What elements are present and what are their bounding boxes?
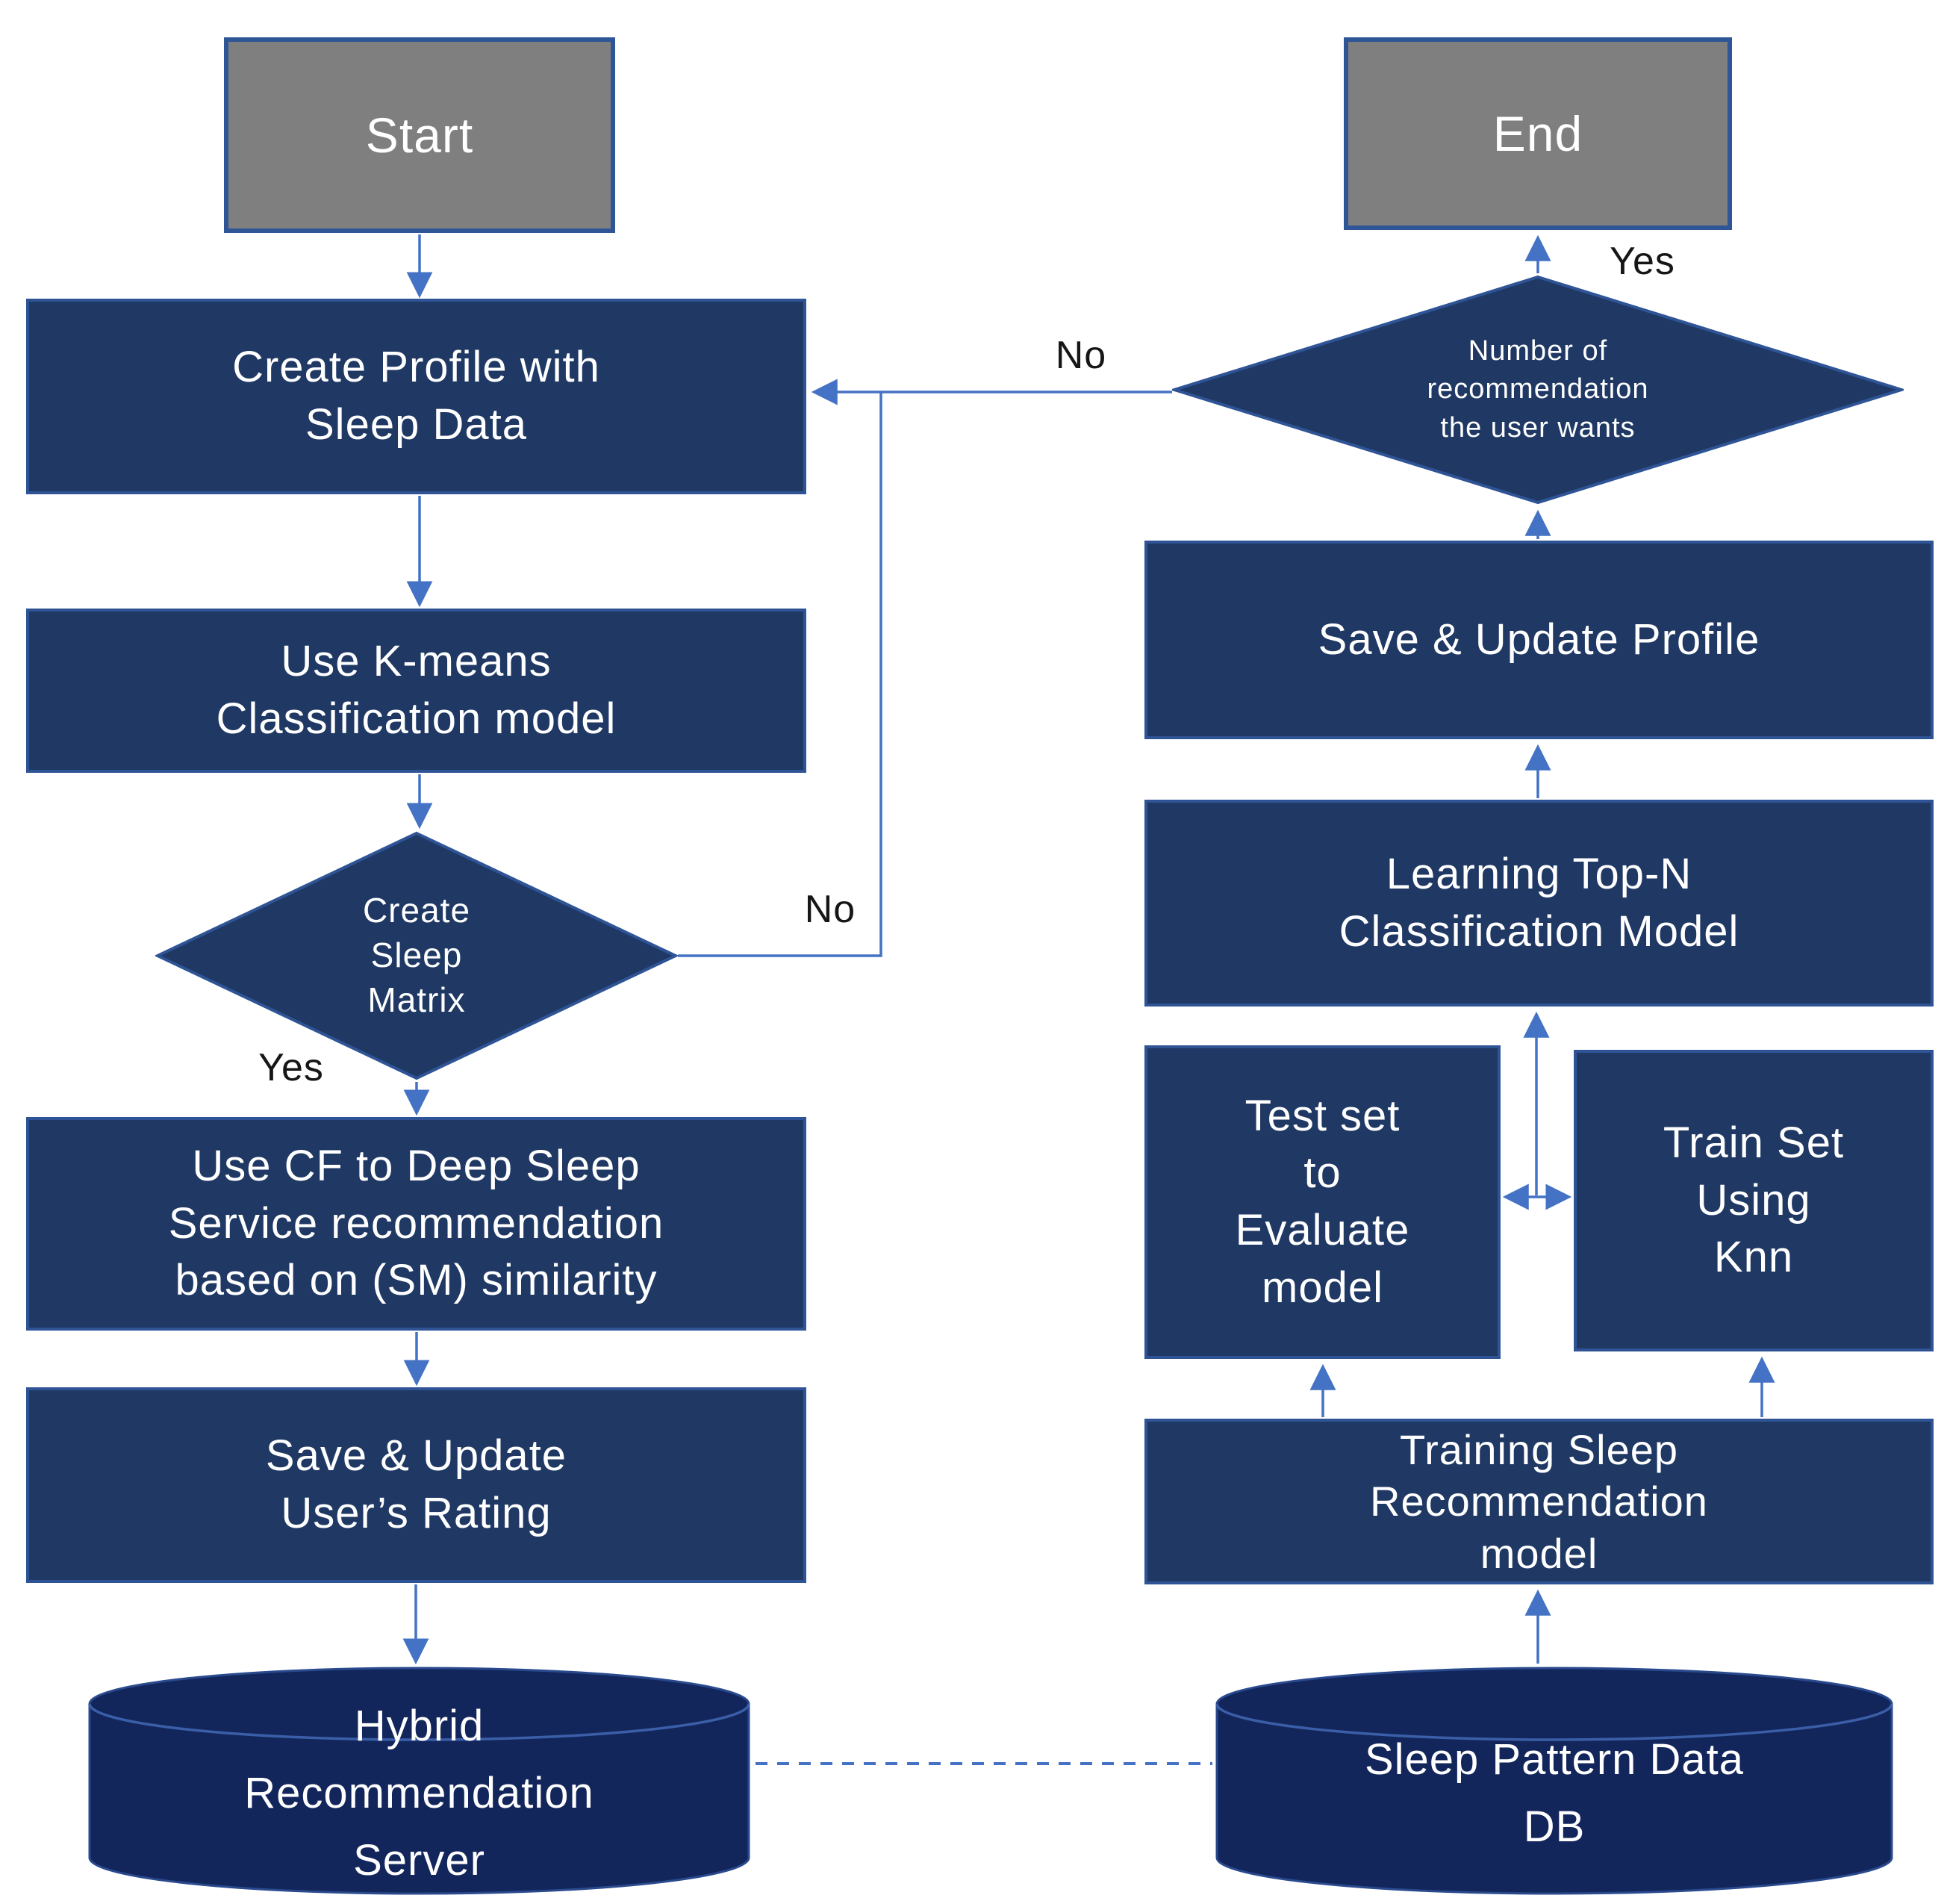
- label-line: Create: [362, 891, 471, 930]
- label-line: Classification Model: [1339, 906, 1739, 956]
- label-line: Use CF to Deep Sleep: [192, 1142, 641, 1191]
- decision-label: Create Sleep Matrix: [155, 831, 678, 1080]
- edge-label-no-left: No: [804, 888, 856, 931]
- label-line: based on (SM) similarity: [175, 1256, 658, 1305]
- label-line: Test set: [1244, 1091, 1401, 1140]
- diamond-shape: [155, 831, 678, 1080]
- diamond-outline: [1172, 275, 1904, 505]
- edge-label-yes-right: Yes: [1610, 240, 1675, 283]
- label-line: Training Sleep: [1399, 1425, 1679, 1473]
- label-line: Sleep Pattern Data: [1364, 1735, 1745, 1785]
- label-line: Save & Update Profile: [1318, 615, 1760, 664]
- label-line: Number of: [1468, 335, 1608, 367]
- node-use-cf: Use CF to Deep Sleep Service recommendat…: [26, 1117, 806, 1331]
- label-line: End: [1492, 106, 1583, 161]
- edge-label-no-right: No: [1055, 334, 1107, 377]
- label-line: Service recommendation: [168, 1198, 664, 1248]
- label-line: Knn: [1713, 1233, 1794, 1282]
- node-learning-topn: Learning Top-N Classification Model: [1144, 800, 1934, 1007]
- label-line: DB: [1523, 1802, 1586, 1851]
- label-line: Hybrid: [354, 1702, 485, 1751]
- label-line: Using: [1696, 1175, 1811, 1225]
- label-line: Server: [353, 1835, 485, 1885]
- label-line: User’s Rating: [281, 1489, 552, 1537]
- cylinder-top-edge: [88, 1703, 750, 1741]
- cylinder-shape: [1215, 1667, 1893, 1895]
- label-line: Sleep Data: [305, 400, 527, 449]
- node-create-profile: Create Profile with Sleep Data: [26, 299, 806, 494]
- label-line: model: [1262, 1263, 1383, 1312]
- label-line: model: [1480, 1529, 1598, 1577]
- label-line: Start: [365, 108, 474, 163]
- diamond-outline: [155, 831, 678, 1080]
- cylinder-shape: [88, 1667, 750, 1895]
- edge-label-yes-left: Yes: [258, 1046, 324, 1089]
- label-line: Sleep: [370, 936, 463, 975]
- label-line: the user wants: [1440, 411, 1636, 444]
- label-line: Use K-means: [281, 637, 552, 686]
- node-use-kmeans: Use K-means Classification model: [26, 609, 806, 773]
- database-label: Sleep Pattern Data DB: [1215, 1667, 1893, 1895]
- diamond-shape: [1172, 275, 1904, 505]
- node-save-update-profile: Save & Update Profile: [1144, 541, 1934, 739]
- node-test-set: Test set to Evaluate model: [1144, 1045, 1501, 1359]
- label-line: Evaluate: [1235, 1206, 1410, 1254]
- label-line: Train Set: [1663, 1119, 1845, 1168]
- label-line: recommendation: [1427, 373, 1649, 405]
- node-train-set: Train Set Using Knn: [1574, 1050, 1934, 1351]
- database-label: Hybrid Recommendation Server: [88, 1667, 750, 1895]
- node-start: Start: [224, 37, 615, 233]
- label-line: Classification model: [216, 694, 617, 743]
- label-line: Learning Top-N: [1386, 849, 1692, 898]
- node-create-sleep-matrix-decision: Create Sleep Matrix: [155, 831, 678, 1080]
- label-line: Matrix: [367, 980, 466, 1019]
- node-end: End: [1344, 37, 1732, 230]
- label-line: Recommendation: [1370, 1478, 1708, 1525]
- label-line: to: [1303, 1148, 1342, 1198]
- node-sleep-pattern-db: Sleep Pattern Data DB: [1215, 1667, 1893, 1895]
- node-save-update-rating: Save & Update User’s Rating: [26, 1387, 806, 1583]
- node-num-recommendation-decision: Number of recommendation the user wants: [1172, 275, 1904, 505]
- node-training-model: Training Sleep Recommendation model: [1144, 1419, 1934, 1584]
- label-line: Recommendation: [244, 1769, 594, 1818]
- cylinder-outline: [1215, 1667, 1893, 1895]
- node-hybrid-server-db: Hybrid Recommendation Server: [88, 1667, 750, 1895]
- decision-label: Number of recommendation the user wants: [1172, 275, 1904, 505]
- label-line: Create Profile with: [232, 343, 600, 392]
- cylinder-outline: [88, 1667, 750, 1895]
- cylinder-top-edge: [1215, 1703, 1893, 1741]
- label-line: Save & Update: [265, 1431, 567, 1481]
